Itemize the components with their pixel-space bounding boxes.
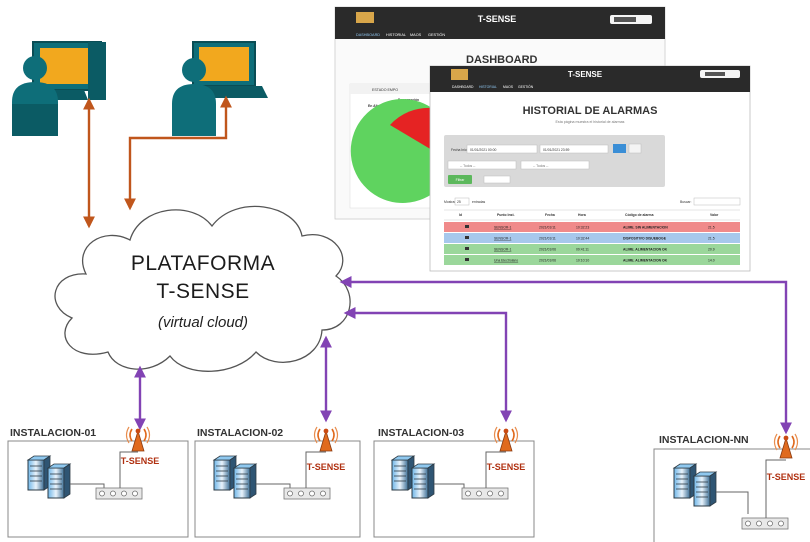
cloud-subtitle: (virtual cloud) [158, 314, 248, 331]
show-label: Mostrar [444, 200, 456, 204]
cell-date: 2021/01/11 [539, 226, 556, 230]
cell-code: ALIME. SIN ALIMENTACION [623, 226, 668, 230]
historial-nav-item[interactable]: MAOS [503, 85, 514, 89]
dashboard-nav-item[interactable]: MAOS [410, 33, 422, 37]
installation-03: INSTALACION-03 T-SENSE [373, 426, 535, 538]
link-inst-03 [343, 307, 512, 423]
dashboard-pie-chart [350, 99, 432, 203]
historial-brand: T-SENSE [568, 70, 603, 79]
user-links [83, 95, 232, 229]
laptop-link [124, 95, 232, 211]
link-inst-nn [339, 276, 792, 435]
cloud-title-line1: PLATAFORMA [131, 252, 275, 275]
installation-nn: INSTALACION-NN T-SENSE [653, 433, 810, 542]
cell-code: ALIME. ALIMENTACION OK [623, 248, 668, 252]
historial-nav-item[interactable]: DASHBOARD [452, 85, 474, 89]
historial-screenshot: T-SENSE DASHBOARD HISTORIAL MAOS GESTIÓN… [429, 65, 751, 272]
tsense-device-label: T-SENSE [487, 462, 526, 472]
row-view-icon[interactable] [465, 236, 469, 239]
cell-date: 2021/01/11 [539, 237, 556, 241]
installation-links [134, 276, 792, 435]
table-row[interactable]: SENSOR-1 2021/01/06 09:41:11 ALIME. ALIMENT… [444, 244, 740, 254]
table-row[interactable]: SENSOR-1 2021/01/11 10:32:23 ALIME. SIN ALI… [444, 222, 740, 232]
filter-button-label: Filtrar [456, 178, 466, 182]
historial-nav-item[interactable]: GESTIÓN [518, 84, 534, 89]
cell-date: 2021/01/06 [539, 248, 556, 252]
filter-button[interactable] [448, 175, 472, 184]
historial-nav-item[interactable]: HISTORIAL [479, 85, 497, 89]
installation-name: INSTALACION-03 [378, 427, 464, 439]
installation-01: INSTALACION-01 T-SENSE [7, 426, 189, 538]
table-row[interactable]: Una Electrolano 2021/01/06 10:10:10 ALIME. … [444, 255, 740, 265]
cell-time: 10:32:44 [576, 237, 589, 241]
cell-time: 09:41:11 [576, 248, 589, 252]
historial-subtitle: Esta página muestra el historial de alar… [556, 120, 625, 124]
filter-go-button[interactable] [613, 144, 626, 153]
installation-name: INSTALACION-02 [197, 427, 283, 439]
tsense-device-label: T-SENSE [121, 456, 160, 466]
alarm-table-header: Id Punto Inst. Fecha Hora Código de alar… [444, 209, 740, 221]
filter-label: Fecha Inicio [451, 148, 469, 152]
row-view-icon[interactable] [465, 247, 469, 250]
cell-point[interactable]: SENSOR-1 [494, 237, 511, 241]
select-1[interactable]: -- Todos -- [460, 164, 475, 168]
tsense-device-label: T-SENSE [767, 472, 806, 482]
dashboard-nav-item[interactable]: HISTORIAL [386, 33, 406, 37]
col-header[interactable]: Hora [578, 213, 586, 217]
dashboard-nav-item[interactable]: DASHBOARD [356, 33, 380, 37]
row-view-icon[interactable] [465, 225, 469, 228]
cell-date: 2021/01/06 [539, 259, 556, 263]
cell-code: ALIME. ALIMENTACION OK [623, 259, 668, 263]
cell-code: DISPOSITIVO DISUEBOGE [623, 237, 667, 241]
dashboard-panel-title: ESTADO EMPO [372, 88, 398, 92]
cell-point[interactable]: Una Electrolano [494, 259, 518, 263]
cell-value: 21.5 [708, 237, 715, 241]
select-2[interactable]: -- Todos -- [533, 164, 548, 168]
cell-time: 10:10:10 [576, 259, 589, 263]
search-input[interactable] [693, 197, 741, 206]
alarm-table-body: SENSOR-1 2021/01/11 10:32:23 ALIME. SIN ALI… [444, 222, 740, 265]
cell-point[interactable]: SENSOR-1 [494, 226, 511, 230]
date-to-input[interactable]: 01/01/2021 23:59 [543, 148, 570, 152]
cell-time: 10:32:23 [576, 226, 589, 230]
dashboard-brand: T-SENSE [478, 14, 517, 24]
col-header[interactable]: Punto Inst. [497, 213, 515, 217]
cell-value: 20.9 [708, 248, 715, 252]
tsense-device-label: T-SENSE [307, 462, 346, 472]
installation-02: INSTALACION-02 T-SENSE [194, 426, 361, 538]
col-header[interactable]: Código de alarma [625, 213, 654, 217]
table-row[interactable]: SENSOR-1 2021/01/11 10:32:44 DISPOSITIVO DI… [444, 233, 740, 243]
col-header[interactable]: Id [459, 213, 462, 217]
laptop-user-icon [172, 41, 268, 136]
cell-value: 14.0 [708, 259, 715, 263]
cloud-platform: PLATAFORMA T-SENSE (virtual cloud) [54, 205, 351, 372]
installation-name: INSTALACION-01 [10, 427, 96, 439]
show-suffix: entradas [472, 200, 485, 204]
search-label: Buscar: [680, 200, 692, 204]
cloud-title-line2: T-SENSE [156, 280, 249, 303]
installation-name: INSTALACION-NN [659, 434, 749, 446]
row-view-icon[interactable] [465, 258, 469, 261]
desktop-user-icon [12, 41, 106, 136]
col-header[interactable]: Fecha [545, 213, 555, 217]
cell-value: 21.5 [708, 226, 715, 230]
col-header[interactable]: Valor [710, 213, 719, 217]
historial-title: HISTORIAL DE ALARMAS [523, 105, 658, 117]
dashboard-title: DASHBOARD [466, 54, 538, 66]
dashboard-nav-item[interactable]: GESTIÓN [428, 32, 445, 37]
show-value[interactable]: 25 [457, 200, 461, 204]
date-from-input[interactable]: 01/01/2021 00:00 [470, 148, 497, 152]
cell-point[interactable]: SENSOR-1 [494, 248, 511, 252]
